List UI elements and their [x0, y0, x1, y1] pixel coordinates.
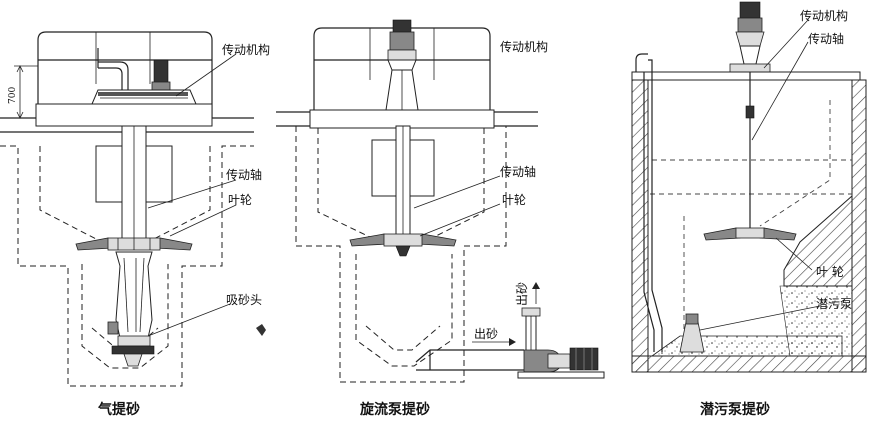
- central-shaft: [121, 125, 147, 241]
- suction-head: [111, 345, 155, 367]
- leaders-panel2: [413, 175, 501, 237]
- central-shaft: [745, 72, 755, 232]
- label-shaft: 传动轴: [808, 31, 844, 46]
- leaders-panel1: [147, 53, 237, 337]
- guard-rail: [37, 31, 213, 118]
- label-impeller: 叶轮: [502, 193, 526, 207]
- baffle-right: [409, 139, 435, 197]
- impeller: [75, 237, 193, 251]
- baffle-left: [371, 139, 397, 197]
- central-shaft: [395, 125, 411, 241]
- flow-arrows: [472, 282, 540, 346]
- deck-slab: [631, 53, 861, 81]
- caption-vortex-pump: 旋流泵提砂: [359, 401, 430, 418]
- air-pipe: [97, 48, 129, 90]
- label-outlet-horizontal: 出砂: [474, 327, 498, 341]
- leaders-panel3: [699, 19, 821, 331]
- label-pump: 潜污泵: [816, 297, 852, 311]
- label-drive: 传动机构: [800, 8, 848, 23]
- baffle-right: [145, 145, 173, 203]
- dimension-700: 700: [8, 65, 38, 119]
- panel-submersible-pump: 传动机构 传动轴 叶 轮 潜污泵 潜污泵提砂: [631, 1, 867, 418]
- drive-mechanism: [729, 1, 771, 73]
- submersible-pump: [679, 313, 705, 353]
- label-shaft: 传动轴: [500, 164, 536, 179]
- drive-mechanism: [385, 19, 419, 111]
- label-drive: 传动机构: [222, 42, 270, 57]
- caption-submersible-pump: 潜污泵提砂: [700, 401, 770, 418]
- label-impeller: 叶 轮: [816, 265, 844, 279]
- label-drive: 传动机构: [500, 39, 548, 54]
- airlift-column: [107, 251, 153, 347]
- drive-mechanism: [91, 89, 197, 105]
- vortex-pump: [517, 347, 605, 379]
- caption-air-lift: 气提砂: [97, 401, 140, 418]
- motor: [151, 59, 171, 91]
- tank-outline: [276, 125, 538, 383]
- impeller: [703, 227, 797, 241]
- label-impeller: 叶轮: [228, 193, 252, 207]
- label-outlet-vertical: 出砂: [515, 282, 529, 306]
- discharge-pipe: [643, 59, 663, 352]
- label-suction: 吸砂头: [226, 293, 262, 307]
- tank-internals: [650, 100, 852, 330]
- tank-walls: [631, 79, 867, 373]
- deck-slab: [276, 109, 538, 129]
- impeller: [349, 233, 457, 257]
- baffle-left: [95, 145, 123, 203]
- label-shaft: 传动轴: [226, 167, 262, 182]
- detail-marker: [256, 324, 266, 336]
- panel-vortex-pump: 传动机构 传动轴 叶轮 出砂 出砂 旋流泵提砂: [276, 19, 605, 418]
- dimension-label: 700: [8, 87, 18, 104]
- panel-air-lift: 700: [0, 31, 270, 418]
